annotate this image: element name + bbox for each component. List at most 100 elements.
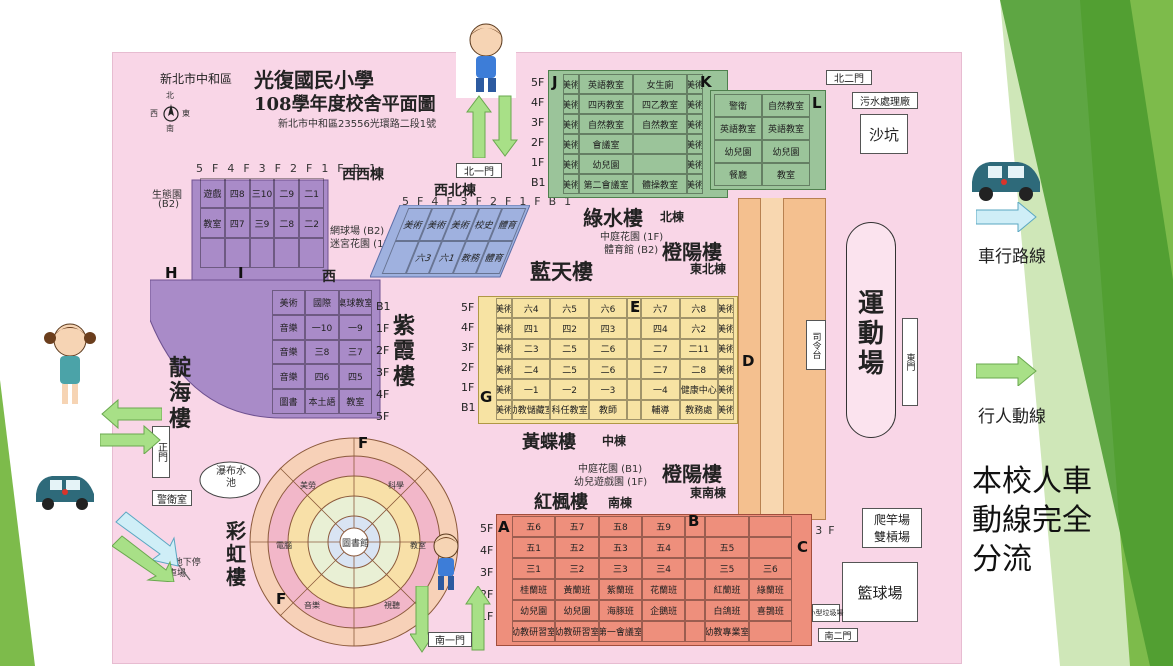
school-name: 光復國民小學 — [254, 68, 374, 92]
building-xixi-label: 西西棟 — [342, 167, 384, 183]
block-J: J — [552, 73, 558, 91]
waterfall-pool: 瀑布水池 — [216, 466, 246, 489]
building-hongfeng-sub: 南棟 — [608, 496, 633, 510]
lushui-building-east — [710, 90, 826, 190]
hongfeng-building — [496, 514, 812, 646]
purple-building-shape — [150, 179, 381, 419]
plan-title: 108學年度校舍平面圖 — [254, 94, 436, 115]
address: 新北市中和區23556光環路二段1號 — [278, 119, 437, 130]
gate-north-2: 北二門 — [826, 70, 872, 85]
small-garbage: 小型垃圾場 — [809, 604, 844, 622]
building-hongfeng-label: 紅楓樓 — [534, 492, 588, 513]
walk-route-arrow-icon — [976, 356, 1037, 386]
car-route-arrow-icon — [976, 202, 1037, 232]
compass-east: 東 — [182, 109, 190, 118]
compass-icon: 北 西 東 南 — [146, 91, 196, 134]
gate-south-1: 南一門 — [428, 632, 472, 647]
girl-icon — [44, 323, 96, 404]
ecology-garden-floor: (B2) — [158, 199, 180, 210]
huangdie-rooms: 美術六4六5六6E六7六8美術 美術四1四2四3四4六2美術 美術二3二5二6二… — [496, 298, 734, 420]
tagline-line-2: 動線完全 — [972, 503, 1092, 538]
huangdie-building — [478, 296, 738, 424]
building-lantian-label: 藍天樓 — [530, 259, 593, 284]
block-G: G — [480, 388, 493, 406]
building-huangdie-sub: 中棟 — [602, 434, 627, 448]
tagline: 本校人車 動線完全 分流 — [972, 462, 1092, 579]
kinder-play-garden: 幼兒遊戲園 (1F) — [574, 477, 648, 488]
arrow-icon — [466, 95, 518, 158]
block-E: E — [630, 298, 641, 316]
building-dinghai-label: 靛海樓 — [168, 355, 191, 432]
court-garden-1f: 中庭花園 (1F) — [600, 232, 664, 243]
block-B: B — [688, 512, 700, 530]
pole-bar-area: 爬竿場 雙槓場 — [862, 508, 922, 548]
building-xi-label: 西 — [322, 269, 336, 285]
gate-east: 東門 — [902, 318, 918, 406]
building-chengyang-ne-label: 橙陽樓 — [662, 240, 722, 264]
block-H: H — [165, 264, 178, 282]
gate-south-2: 南二門 — [818, 628, 858, 642]
block-A: A — [498, 518, 510, 536]
pole-label: 爬竿場 — [873, 513, 910, 527]
building-lushui-label: 綠水樓 — [583, 206, 643, 230]
legend-car-route: 車行路線 — [978, 247, 1046, 267]
chengyang-corridor — [760, 198, 784, 520]
court-garden-b1: 中庭花園 (B1) — [578, 464, 643, 475]
xibei-floors: 5F4F3F2F1FB1 — [402, 195, 580, 208]
building-chengyang-se-label: 橙陽樓 — [662, 462, 722, 486]
caihong-ring-3: 電腦 — [276, 541, 292, 550]
compass-south: 南 — [166, 124, 174, 133]
compass-north: 北 — [166, 91, 174, 100]
car-icon — [972, 162, 1040, 201]
district-label: 新北市中和區 — [160, 72, 233, 86]
building-xibei-label: 西北棟 — [434, 183, 476, 199]
net-garden: 網球場 (B2) — [330, 226, 385, 237]
underground-parking: 2地下停車場 — [168, 558, 201, 579]
blue-building-shape — [370, 205, 530, 278]
green-decoration-left — [0, 380, 35, 666]
car-arrow-icon — [112, 511, 179, 582]
command-stage: 司令台 — [806, 320, 826, 370]
waterfall-pool-shape — [199, 461, 261, 499]
building-chengyang-ne-sub: 東北棟 — [690, 262, 727, 276]
caihong-building — [249, 437, 459, 647]
caihong-ring-4: 教室 — [410, 541, 426, 550]
sandpit: 沙坑 — [860, 114, 908, 154]
caihong-ring-2: 科學 — [388, 481, 404, 490]
car-icon — [36, 476, 94, 510]
boy-icon — [456, 18, 516, 98]
ecology-garden: 生態園 — [152, 190, 182, 201]
block-D: D — [742, 352, 755, 370]
building-lushui-sub: 北棟 — [660, 210, 685, 224]
xixi-floors: 5F4F3F2F1FB1 — [196, 162, 386, 175]
lushui-building — [548, 70, 728, 198]
tagline-line-1: 本校人車 — [972, 464, 1092, 499]
gate-north-1: 北一門 — [456, 163, 502, 178]
bars-label: 雙槓場 — [873, 530, 910, 544]
caihong-ring-6: 視聽 — [384, 601, 400, 610]
caihong-ring-1: 美勞 — [300, 481, 316, 490]
building-zixia-label: 紫霞樓 — [392, 313, 415, 390]
arrow-icon — [410, 586, 491, 653]
arrow-icon — [100, 398, 162, 454]
gym-b2: 體育館 (B2) — [604, 245, 659, 256]
building-caihong-label: 彩虹樓 — [226, 519, 246, 589]
boy-icon — [433, 533, 459, 590]
block-F-bottom: F — [276, 590, 287, 608]
lushui-rooms: 美術英語教室女生廁美術 美術四丙教室四乙教室美術 美術自然教室自然教室美術 美術… — [563, 74, 703, 194]
maze-garden: 迷宮花園 (1F) — [330, 239, 394, 250]
caihong-ring-5: 音樂 — [304, 601, 320, 610]
legend-walk-route: 行人動線 — [978, 407, 1046, 427]
block-K: K — [700, 73, 712, 91]
compass-west: 西 — [150, 109, 158, 118]
tagline-line-3: 分流 — [972, 542, 1032, 577]
basketball-court: 籃球場 — [842, 562, 918, 622]
lushui-east-rooms: 警衛自然教室英語教室英語教室 幼兒園幼兒園餐廳教室 — [714, 94, 810, 186]
caihong-center: 圖書館 — [342, 539, 370, 549]
